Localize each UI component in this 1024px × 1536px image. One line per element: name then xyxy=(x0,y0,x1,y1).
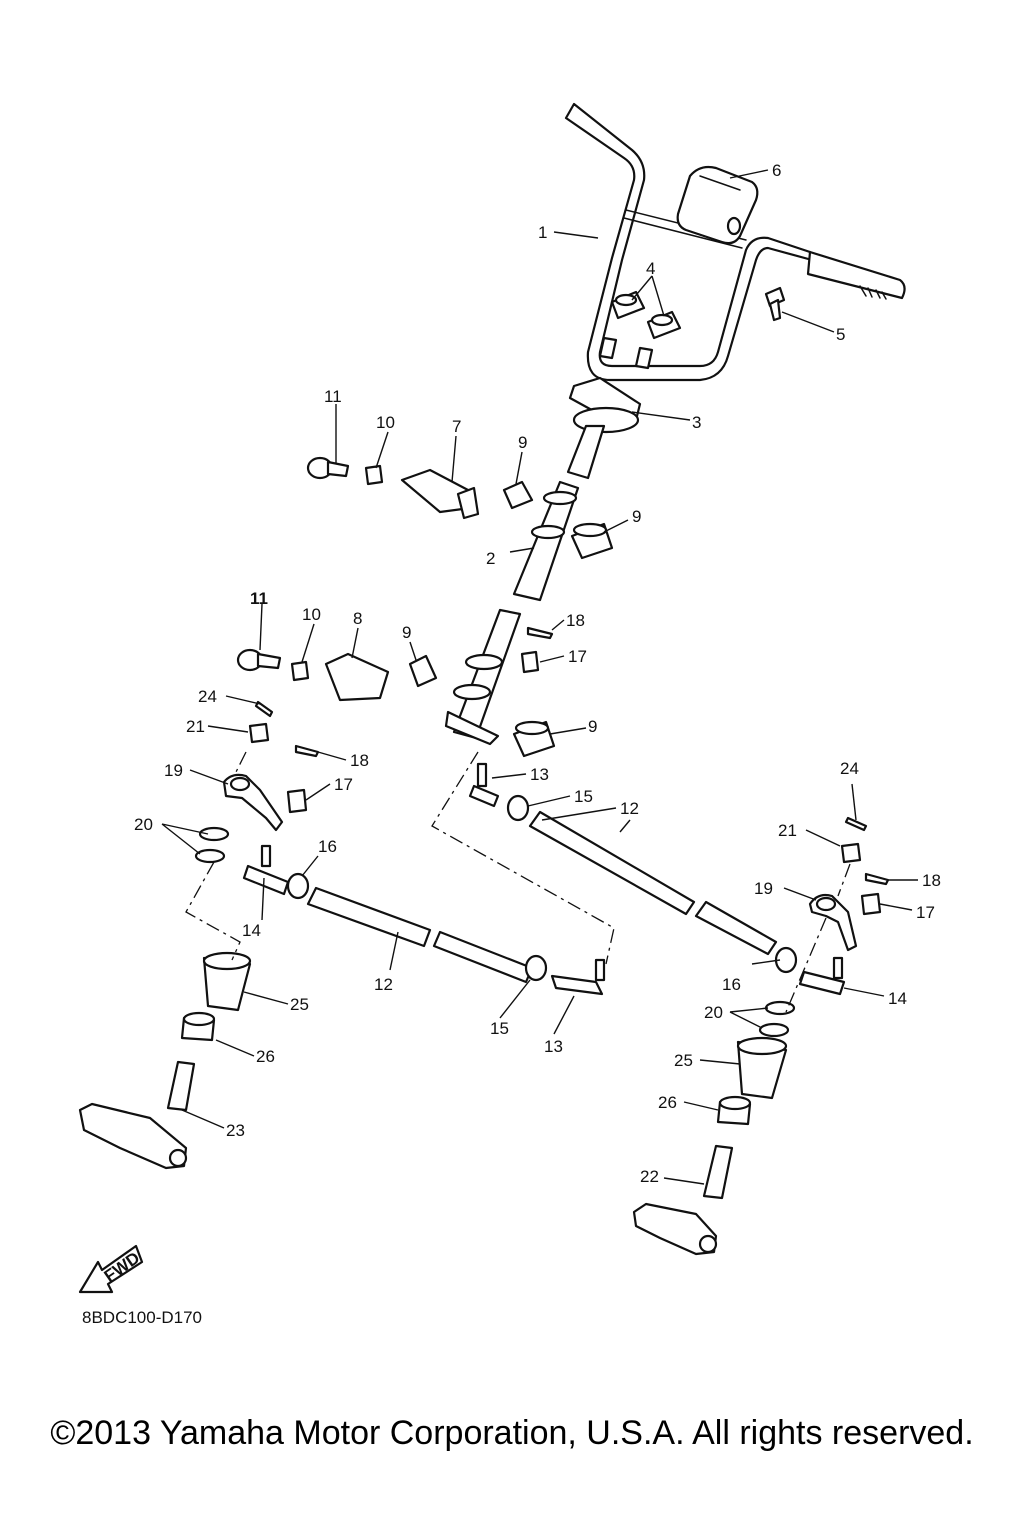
handlebar[interactable] xyxy=(564,102,906,382)
callout-numbers: 1 2 3 4 5 6 7 8 9 9 9 9 10 10 11 11 12 1… xyxy=(134,161,941,1186)
callout-20a: 20 xyxy=(134,815,153,834)
steering-knuckle-right[interactable] xyxy=(632,1144,734,1256)
callout-12a: 12 xyxy=(620,799,639,818)
pins-24[interactable] xyxy=(254,700,868,832)
callout-16b: 16 xyxy=(722,975,741,994)
callout-8: 8 xyxy=(353,609,362,628)
callout-25a: 25 xyxy=(290,995,309,1014)
callout-4: 4 xyxy=(646,259,655,278)
callout-1: 1 xyxy=(538,223,547,242)
callout-9d: 9 xyxy=(588,717,597,736)
callout-12b: 12 xyxy=(374,975,393,994)
callout-11a: 11 xyxy=(324,387,342,406)
steering-column-upper[interactable] xyxy=(512,480,580,602)
callout-2: 2 xyxy=(486,549,495,568)
copyright-notice: ©2013 Yamaha Motor Corporation, U.S.A. A… xyxy=(50,1414,974,1452)
column-holder-upper[interactable] xyxy=(400,468,480,520)
callout-24a: 24 xyxy=(198,687,217,706)
callout-13b: 13 xyxy=(544,1037,563,1056)
pitman-arm-left[interactable] xyxy=(222,773,284,832)
callout-21b: 21 xyxy=(778,821,797,840)
callout-9a: 9 xyxy=(518,433,527,452)
callout-13a: 13 xyxy=(530,765,549,784)
fwd-arrow-icon: FWD xyxy=(78,1244,143,1294)
lock-washers[interactable] xyxy=(194,826,796,1038)
bolts-11[interactable] xyxy=(236,456,350,672)
nuts-21[interactable] xyxy=(248,722,862,864)
steering-column-lower[interactable] xyxy=(444,608,522,746)
bushings[interactable] xyxy=(408,480,614,758)
callout-14a: 14 xyxy=(242,921,261,940)
leader-lines xyxy=(161,169,918,1185)
column-clamp[interactable] xyxy=(566,376,642,480)
diagram-code: 8BDC100-D170 xyxy=(82,1308,203,1327)
callout-9b: 9 xyxy=(632,507,641,526)
callout-16a: 16 xyxy=(318,837,337,856)
cotter-pins[interactable] xyxy=(294,626,890,886)
castle-nuts[interactable] xyxy=(286,650,882,916)
assembly-lines xyxy=(185,751,851,1013)
callout-3: 3 xyxy=(692,413,701,432)
callout-18c: 18 xyxy=(922,871,941,890)
callout-19a: 19 xyxy=(164,761,183,780)
callout-17b: 17 xyxy=(334,775,353,794)
callout-18b: 18 xyxy=(350,751,369,770)
callout-18a: 18 xyxy=(566,611,585,630)
callout-17c: 17 xyxy=(916,903,935,922)
callout-15a: 15 xyxy=(574,787,593,806)
tie-rod-ends[interactable] xyxy=(242,762,846,996)
callout-7: 7 xyxy=(452,417,461,436)
pitman-arm-right[interactable] xyxy=(808,893,858,952)
callout-22: 22 xyxy=(640,1167,659,1186)
callout-17a: 17 xyxy=(568,647,587,666)
handlebar-bolt[interactable] xyxy=(764,286,786,322)
callout-23: 23 xyxy=(226,1121,245,1140)
callout-20b: 20 xyxy=(704,1003,723,1022)
steering-knuckle-left[interactable] xyxy=(78,1060,196,1170)
callout-10a: 10 xyxy=(376,413,395,432)
callout-21a: 21 xyxy=(186,717,205,736)
dust-covers[interactable] xyxy=(202,951,788,1100)
callout-10b: 10 xyxy=(302,605,321,624)
callout-25b: 25 xyxy=(674,1051,693,1070)
callout-19b: 19 xyxy=(754,879,773,898)
callout-5: 5 xyxy=(836,325,845,344)
callout-15b: 15 xyxy=(490,1019,509,1038)
nuts-10[interactable] xyxy=(290,464,384,682)
callout-26b: 26 xyxy=(658,1093,677,1112)
locknuts[interactable] xyxy=(286,794,798,982)
collars[interactable] xyxy=(180,1011,752,1126)
tie-rod-right[interactable] xyxy=(528,810,778,956)
callout-24b: 24 xyxy=(840,759,859,778)
parts-diagram: FWD xyxy=(78,102,941,1294)
callout-26a: 26 xyxy=(256,1047,275,1066)
callout-11b: 11 xyxy=(250,589,268,608)
handlebar-upper-holders[interactable] xyxy=(610,290,682,340)
column-holder-lower[interactable] xyxy=(324,652,390,702)
handlebar-cover[interactable] xyxy=(676,165,759,245)
callout-14b: 14 xyxy=(888,989,907,1008)
callout-6: 6 xyxy=(772,161,781,180)
tie-rod-left[interactable] xyxy=(306,886,534,984)
callout-9c: 9 xyxy=(402,623,411,642)
